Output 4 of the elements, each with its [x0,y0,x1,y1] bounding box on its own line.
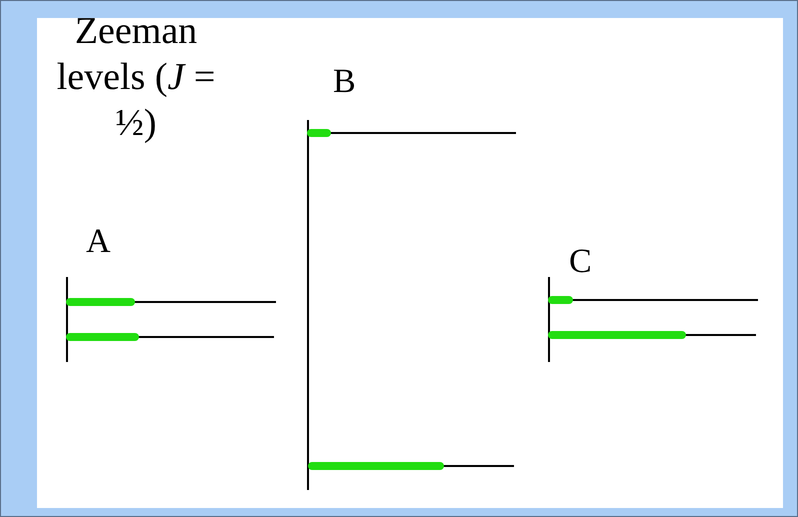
panel-label: B [333,64,356,100]
panel-label: A [86,224,111,260]
panel-label: C [569,244,592,280]
diagram-title: Zeeman levels (J = ½) [56,9,216,146]
